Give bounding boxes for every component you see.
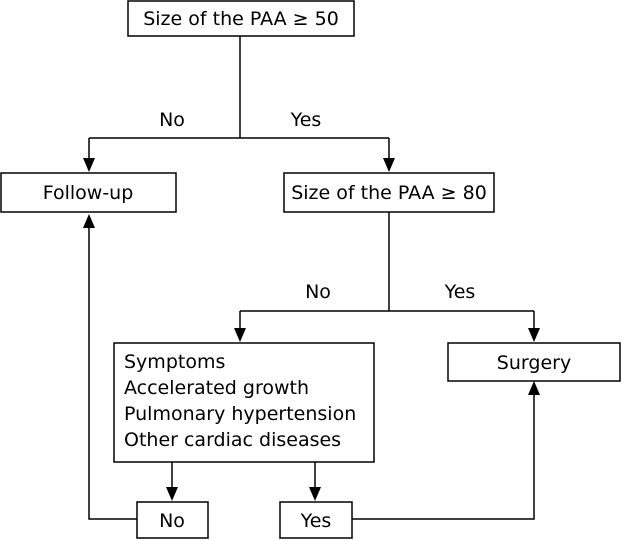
node-q2: Size of the PAA ≥ 80 — [283, 172, 495, 213]
edge-no-to-followup — [88, 225, 137, 520]
node-yes-box-label: Yes — [300, 510, 332, 532]
edge-yes-to-surgery — [352, 392, 535, 520]
arrow-criteria — [234, 328, 246, 342]
arrow-back-followup — [83, 214, 95, 228]
arrow-back-surgery — [528, 381, 540, 395]
criteria-line-4: Other cardiac diseases — [124, 429, 341, 451]
node-surgery-label: Surgery — [497, 352, 571, 374]
node-yes-box: Yes — [279, 501, 353, 539]
node-follow-up-label: Follow-up — [43, 182, 134, 204]
node-no-box: No — [136, 501, 209, 539]
node-surgery: Surgery — [447, 342, 621, 382]
edge-label-q1-yes: Yes — [290, 109, 322, 131]
node-no-box-label: No — [159, 510, 185, 532]
edge-label-q2-no: No — [305, 281, 331, 303]
arrow-surgery — [528, 328, 540, 342]
edges — [83, 36, 540, 520]
node-q1-label: Size of the PAA ≥ 50 — [143, 8, 339, 30]
criteria-line-1: Symptoms — [124, 351, 225, 373]
arrow-yes-box — [309, 487, 321, 501]
arrow-followup — [83, 158, 95, 172]
node-follow-up: Follow-up — [0, 172, 177, 213]
criteria-line-3: Pulmonary hypertension — [124, 403, 356, 425]
arrow-no-box — [166, 487, 178, 501]
edge-label-q1-no: No — [159, 109, 185, 131]
criteria-line-2: Accelerated growth — [124, 377, 309, 399]
arrow-q2 — [383, 158, 395, 172]
node-criteria: Symptoms Accelerated growth Pulmonary hy… — [113, 342, 375, 463]
edge-label-q2-yes: Yes — [444, 281, 476, 303]
node-q1: Size of the PAA ≥ 50 — [127, 0, 355, 37]
node-q2-label: Size of the PAA ≥ 80 — [291, 182, 487, 204]
